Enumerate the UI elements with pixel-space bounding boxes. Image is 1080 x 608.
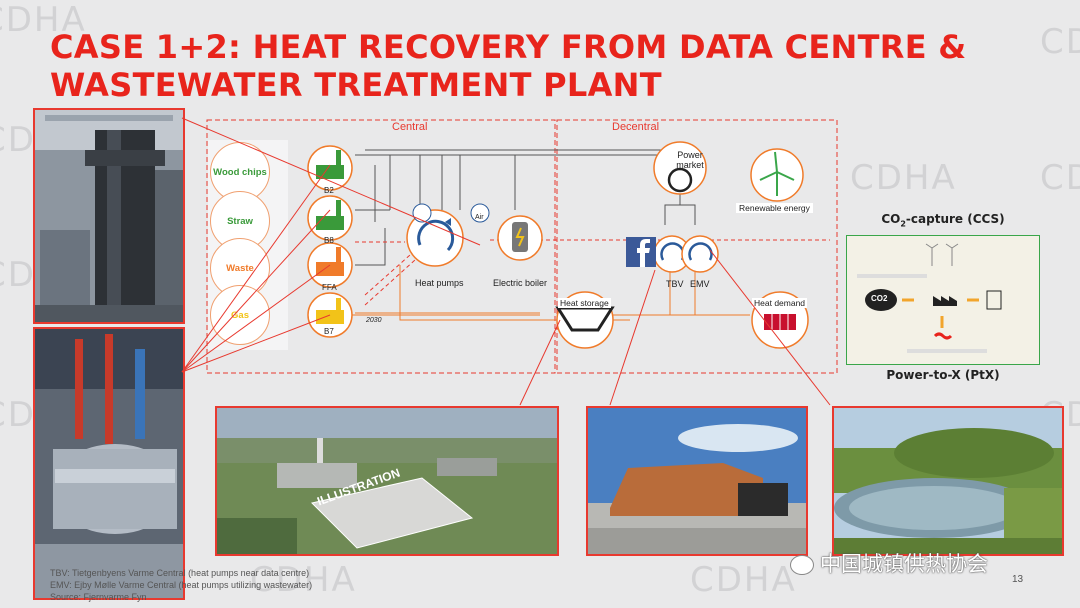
heat-demand-label: Heat demand — [752, 298, 808, 308]
footnote-source: Source: Fjernvarme Fyn — [50, 592, 147, 602]
connector-arrow — [181, 264, 331, 373]
wechat-account-name: 中国城镇供热协会 — [820, 552, 988, 576]
tbv-building-photo — [586, 406, 808, 556]
power-market-icon — [653, 141, 707, 195]
emv-label: EMV — [690, 279, 710, 289]
ccs-title: CO2-capture (CCS) — [848, 212, 1038, 228]
plant-b2-icon — [307, 145, 353, 191]
electric-boiler-icon — [497, 215, 543, 261]
renewable-energy-label: Renewable energy — [736, 203, 813, 213]
ccs-title-prefix: CO — [881, 212, 901, 226]
heat-pumps-label: Heat pumps — [415, 278, 464, 288]
connector-arrow — [181, 164, 331, 373]
connector-arrow — [181, 314, 331, 373]
ccs-title-suffix: -capture (CCS) — [905, 212, 1005, 226]
connector-arrow — [709, 249, 831, 406]
facebook-icon — [626, 237, 656, 267]
wastewater-heat-pump-photo — [33, 327, 185, 600]
ccs-title-subscript: 2 — [900, 219, 906, 229]
co2-label: CO2 — [871, 294, 888, 303]
plant-b8-label: B8 — [324, 236, 334, 245]
fuel-label: Waste — [226, 262, 254, 274]
connector-arrow — [181, 117, 481, 246]
fuel-label: Wood chips — [213, 166, 267, 178]
electric-boiler-label: Electric boiler — [493, 278, 548, 288]
air-label: Air — [475, 214, 484, 221]
ptx-title: Power-to-X (PtX) — [886, 368, 1000, 382]
wastewater-plant-photo — [832, 406, 1064, 556]
central-label: Central — [392, 121, 428, 133]
plant-b7-label: B7 — [324, 327, 334, 336]
heat-pump-icon — [406, 203, 490, 267]
connector-arrow — [181, 209, 331, 373]
wechat-icon — [790, 555, 814, 575]
year-2030-label: 2030 — [366, 317, 382, 324]
footnote-emv: EMV: Ejby Mølle Varme Central (heat pump… — [50, 580, 313, 590]
slide-title: CASE 1+2: HEAT RECOVERY FROM DATA CENTRE… — [50, 28, 967, 104]
plant-ffa-label: FFA — [322, 283, 337, 292]
plant-b2-label: B2 — [324, 186, 334, 195]
datacentre-heat-pump-photo — [33, 108, 185, 324]
power-market-label: Power market — [676, 150, 704, 170]
heat-storage-label: Heat storage — [558, 298, 611, 308]
connector-arrow — [519, 319, 561, 406]
plant-b8-icon — [307, 195, 353, 241]
wechat-account: 中国城镇供热协会 — [790, 548, 988, 578]
decentral-label: Decentral — [612, 121, 660, 133]
page-number: 13 — [1012, 574, 1024, 585]
emv-heat-pump-icon — [681, 235, 719, 273]
tbv-label: TBV — [666, 279, 684, 289]
data-centre-aerial-photo: ILLUSTRATION — [215, 406, 559, 556]
ccs-ptx-diagram: CO2 — [846, 235, 1040, 365]
footnote-tbv: TBV: Tietgenbyens Varme Central (heat pu… — [50, 568, 310, 578]
fuel-label: Gas — [231, 309, 249, 321]
connector-arrow — [609, 269, 656, 406]
wind-turbine-icon — [750, 148, 804, 202]
fuel-label: Straw — [227, 215, 253, 227]
